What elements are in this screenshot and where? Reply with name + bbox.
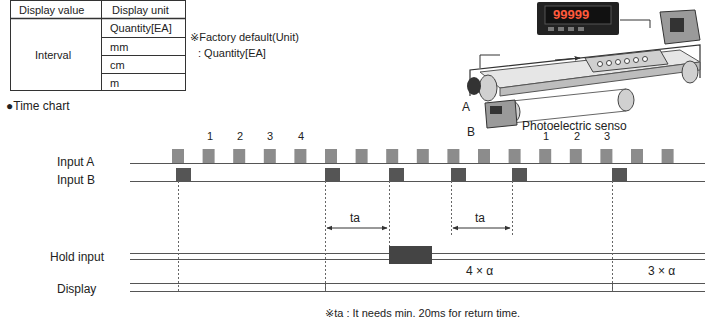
section-heading: ●Time chart <box>6 100 69 113</box>
time-label: ta <box>350 212 360 225</box>
display-line <box>130 291 705 292</box>
pulse-count: 4 <box>298 130 304 142</box>
pulse-count: 2 <box>237 130 243 142</box>
table-header: Display unit <box>112 4 169 16</box>
pulse-count: 3 <box>267 130 273 142</box>
input-a-pulse <box>233 149 245 163</box>
input-b-pulse <box>176 168 191 181</box>
table-cell: m <box>110 77 119 89</box>
unit-table <box>10 0 186 91</box>
input-a-pulse <box>478 149 490 163</box>
input-b-pulse <box>389 168 404 181</box>
ta-arrow <box>453 228 510 229</box>
display-line <box>130 283 705 284</box>
input-a-pulse <box>356 149 368 163</box>
guide-line <box>512 181 513 236</box>
input-b-pulse <box>325 168 340 181</box>
input-a-pulse <box>600 149 612 163</box>
guide-line <box>612 181 613 291</box>
input-a-pulse <box>172 149 184 163</box>
table-cell: Interval <box>35 49 71 61</box>
input-a-pulse <box>509 149 521 163</box>
time-label: ta <box>475 212 485 225</box>
hold-pulse <box>389 246 432 264</box>
input-a-pulse <box>264 149 276 163</box>
default-note: ※Factory default(Unit) <box>190 31 299 43</box>
ta-arrow <box>327 228 387 229</box>
input-a-pulse <box>294 149 306 163</box>
input-b-pulse <box>512 168 527 181</box>
display-value: 4 × α <box>466 265 493 278</box>
input-a-pulse <box>539 149 551 163</box>
input-a-pulse <box>570 149 582 163</box>
display-value: 3 × α <box>648 265 675 278</box>
input-a-line <box>130 163 705 164</box>
input-a-pulse <box>447 149 459 163</box>
input-a-pulse <box>417 149 429 163</box>
conveyor-illustration <box>467 2 700 128</box>
signal-name: Input B <box>57 174 95 187</box>
input-a-pulse <box>631 149 643 163</box>
sensor-label: B <box>467 126 475 139</box>
input-b-line <box>130 181 705 182</box>
table-header: Display value <box>19 4 84 16</box>
table-cell: mm <box>110 41 128 53</box>
footnote: ※ta : It needs min. 20ms for return time… <box>325 307 520 319</box>
pulse-count: 1 <box>543 130 549 142</box>
input-a-pulse <box>325 149 337 163</box>
signal-name: Hold input <box>50 251 104 264</box>
input-a-pulse <box>662 149 674 163</box>
table-cell: Quantity[EA] <box>110 22 172 34</box>
guide-line <box>178 181 179 291</box>
signal-name: Display <box>57 283 96 296</box>
input-b-pulse <box>451 168 466 181</box>
guide-line <box>325 181 326 291</box>
signal-name: Input A <box>57 156 94 169</box>
encoder-label: A <box>462 101 470 114</box>
input-a-pulse <box>203 149 215 163</box>
pulse-count: 2 <box>574 130 580 142</box>
input-a-pulse <box>386 149 398 163</box>
time-chart <box>130 149 705 292</box>
guide-line <box>451 181 452 236</box>
counter-display: 99999 <box>553 8 589 22</box>
pulse-count: 1 <box>207 130 213 142</box>
input-b-pulse <box>612 168 627 181</box>
guide-line <box>389 181 390 246</box>
pulse-count: 3 <box>604 130 610 142</box>
default-note: : Quantity[EA] <box>198 47 266 59</box>
table-cell: cm <box>110 59 125 71</box>
